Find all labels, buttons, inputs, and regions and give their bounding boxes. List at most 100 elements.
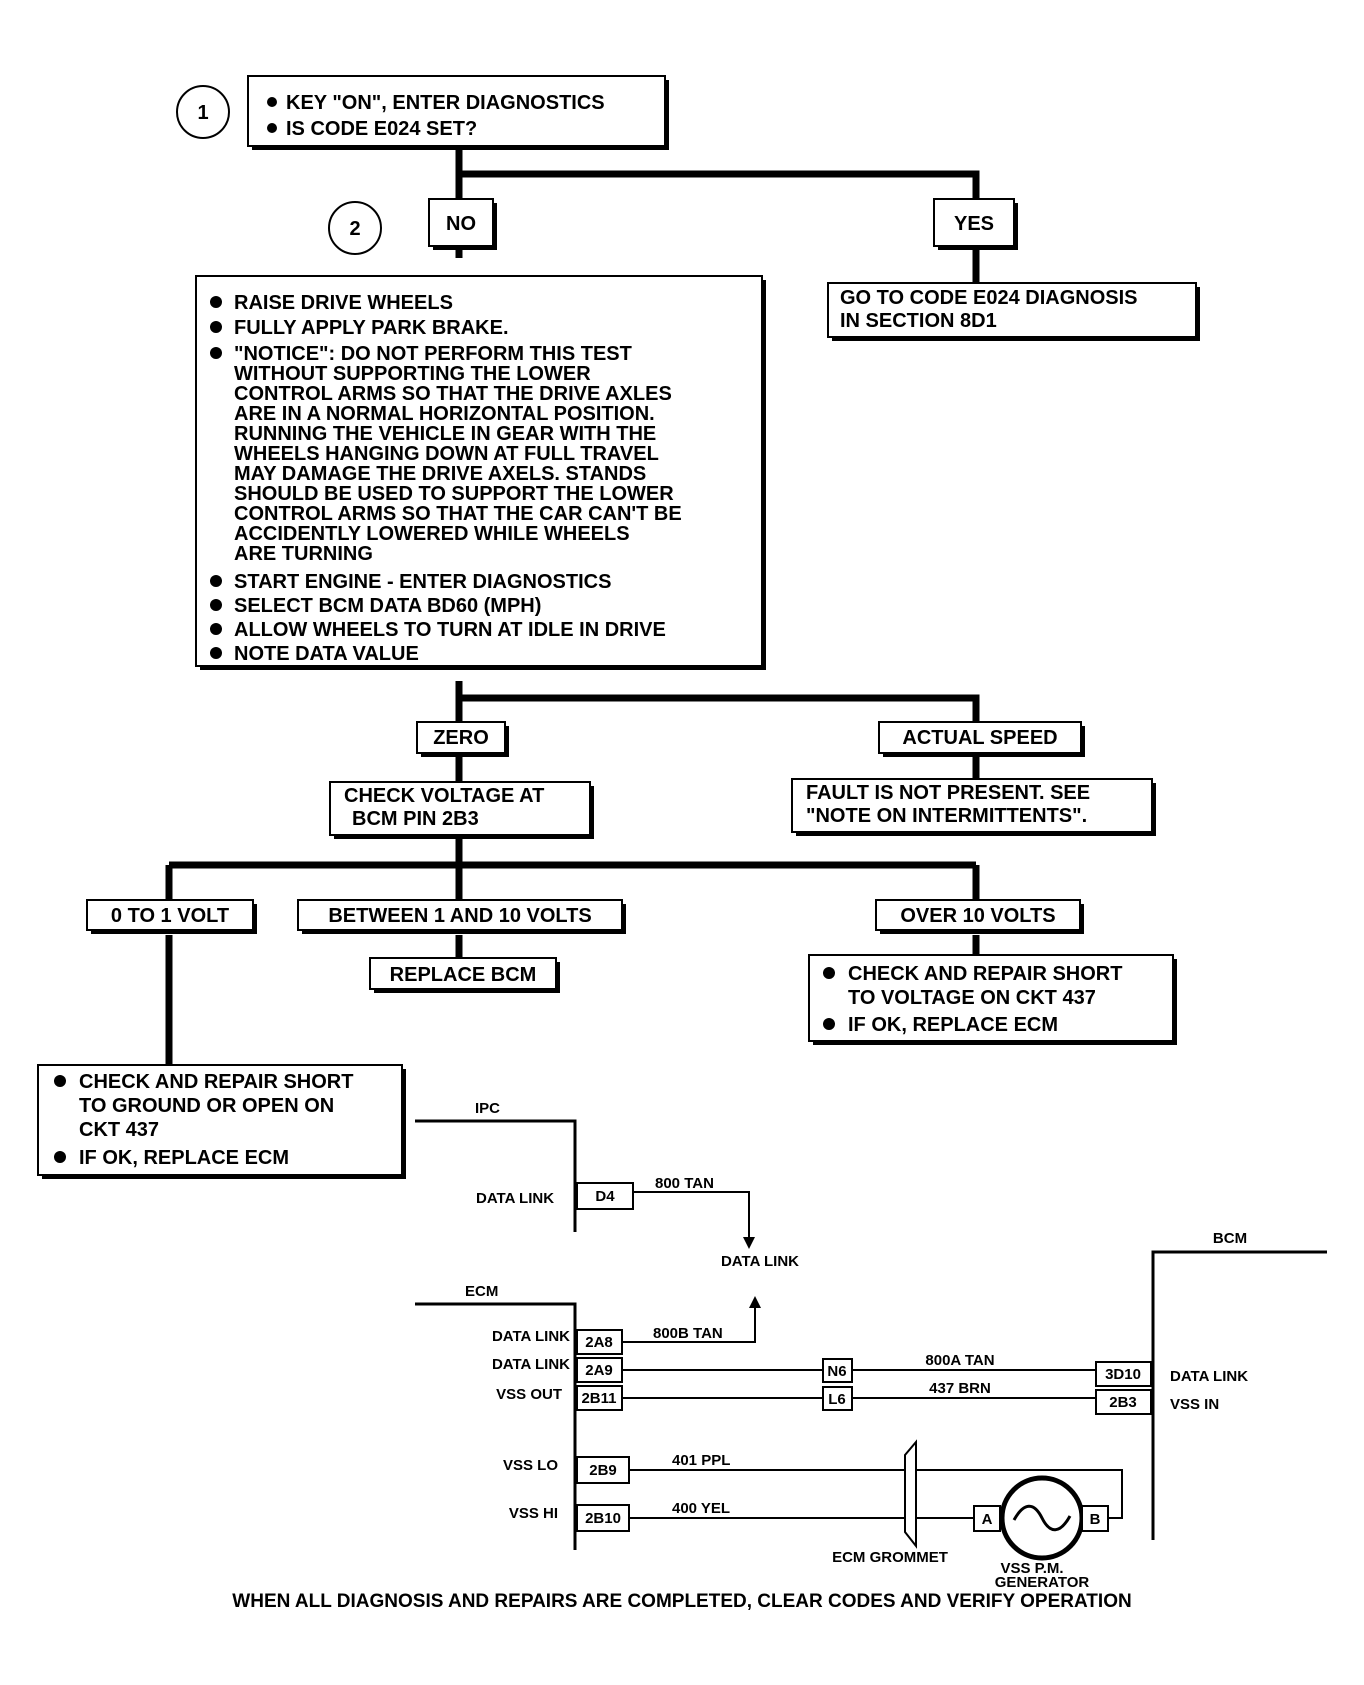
- replace-bcm-box: REPLACE BCM: [369, 957, 560, 993]
- svg-text:N6: N6: [827, 1363, 846, 1380]
- svg-text:ARE IN A NORMAL HORIZONTAL POS: ARE IN A NORMAL HORIZONTAL POSITION.: [234, 403, 655, 425]
- data-link-arrow-label: DATA LINK: [721, 1253, 799, 1270]
- svg-text:2A9: 2A9: [585, 1362, 613, 1379]
- svg-text:WHEELS HANGING DOWN AT FULL TR: WHEELS HANGING DOWN AT FULL TRAVEL: [234, 443, 659, 465]
- svg-text:RUNNING THE VEHICLE IN GEAR WI: RUNNING THE VEHICLE IN GEAR WITH THE: [234, 423, 656, 445]
- svg-text:2B3: 2B3: [1109, 1394, 1137, 1411]
- high-voltage-result-box: CHECK AND REPAIR SHORT TO VOLTAGE ON CKT…: [808, 954, 1177, 1045]
- svg-text:CONTROL ARMS SO THAT THE CAR C: CONTROL ARMS SO THAT THE CAR CAN'T BE: [234, 503, 682, 525]
- svg-text:YES: YES: [954, 213, 994, 235]
- low-voltage-result-box: CHECK AND REPAIR SHORT TO GROUND OR OPEN…: [37, 1064, 406, 1179]
- check-voltage-box: CHECK VOLTAGE AT BCM PIN 2B3: [329, 781, 594, 839]
- test-item-allow-wheels: ALLOW WHEELS TO TURN AT IDLE IN DRIVE: [234, 619, 666, 641]
- test-item-note-value: NOTE DATA VALUE: [234, 643, 419, 665]
- bcm-pin-label-3d10: DATA LINK: [1170, 1368, 1248, 1385]
- svg-text:REPLACE BCM: REPLACE BCM: [390, 964, 537, 986]
- zero-label-box: ZERO: [416, 721, 509, 757]
- high-result-line-2: TO VOLTAGE ON CKT 437: [848, 987, 1096, 1009]
- wire-800a-tan: 800A TAN: [925, 1352, 994, 1369]
- start-line-2: IS CODE E024 SET?: [286, 118, 477, 140]
- test-item-select-data: SELECT BCM DATA BD60 (MPH): [234, 595, 541, 617]
- no-label-box: NO: [428, 198, 497, 250]
- svg-text:BETWEEN 1 AND 10 VOLTS: BETWEEN 1 AND 10 VOLTS: [328, 905, 591, 927]
- svg-text:2A8: 2A8: [585, 1334, 613, 1351]
- ecm-pin-2b9: [576, 1456, 630, 1484]
- start-line-1: KEY "ON", ENTER DIAGNOSTICS: [286, 92, 605, 114]
- check-voltage-line-1: CHECK VOLTAGE AT: [344, 785, 544, 807]
- yes-result-line-1: GO TO CODE E024 DIAGNOSIS: [840, 287, 1137, 309]
- connector-l6: [822, 1386, 853, 1411]
- fault-line-2: "NOTE ON INTERMITTENTS".: [806, 805, 1087, 827]
- ecm-pin-2b10: [576, 1504, 630, 1532]
- svg-text:"NOTICE": DO NOT PERFORM THIS: "NOTICE": DO NOT PERFORM THIS TEST: [234, 343, 632, 365]
- ipc-label: IPC: [475, 1100, 500, 1117]
- step-1-number: 1: [197, 102, 208, 124]
- generator-label-1: VSS P.M.: [1000, 1560, 1063, 1577]
- ipc-pin-d4: [576, 1182, 634, 1210]
- low-result-line-2: TO GROUND OR OPEN ON: [79, 1095, 334, 1117]
- test-item-park-brake: FULLY APPLY PARK BRAKE.: [234, 317, 509, 339]
- test-notice: "NOTICE": DO NOT PERFORM THIS TEST WITHO…: [234, 343, 682, 565]
- step-2-circle: [328, 201, 382, 255]
- bcm-pin-label-2b3: VSS IN: [1170, 1396, 1219, 1413]
- svg-text:CONTROL ARMS SO THAT THE DRIVE: CONTROL ARMS SO THAT THE DRIVE AXLES: [234, 383, 672, 405]
- sine-wave-icon: [1012, 1504, 1072, 1532]
- mid-voltage-label-box: BETWEEN 1 AND 10 VOLTS: [297, 899, 626, 934]
- ecm-pin-label-2b11: VSS OUT: [496, 1386, 562, 1403]
- arrow-up: [749, 1296, 761, 1308]
- svg-text:ACTUAL SPEED: ACTUAL SPEED: [902, 727, 1057, 749]
- ecm-pin-label-2a9: DATA LINK: [492, 1356, 570, 1373]
- ecm-grommet-shape: [904, 1439, 917, 1549]
- actual-speed-label-box: ACTUAL SPEED: [878, 721, 1085, 757]
- ecm-pin-label-2b9: VSS LO: [503, 1457, 558, 1474]
- test-item-raise-wheels: RAISE DRIVE WHEELS: [234, 292, 453, 314]
- ipc-data-link-label: DATA LINK: [476, 1190, 554, 1207]
- test-item-start-engine: START ENGINE - ENTER DIAGNOSTICS: [234, 571, 611, 593]
- low-result-line-4: IF OK, REPLACE ECM: [79, 1147, 289, 1169]
- wire-401-ppl: 401 PPL: [672, 1452, 730, 1469]
- high-voltage-label-box: OVER 10 VOLTS: [875, 899, 1084, 934]
- bcm-label: BCM: [1213, 1230, 1247, 1247]
- low-result-line-3: CKT 437: [79, 1119, 159, 1141]
- svg-text:2B11: 2B11: [581, 1390, 616, 1407]
- svg-text:ARE TURNING: ARE TURNING: [234, 543, 373, 565]
- svg-text:ACCIDENTLY LOWERED WHILE WHEEL: ACCIDENTLY LOWERED WHILE WHEELS: [234, 523, 630, 545]
- bcm-pin-3d10: [1095, 1361, 1152, 1387]
- ecm-pin-2b11: [576, 1385, 623, 1411]
- svg-text:L6: L6: [828, 1391, 846, 1408]
- start-box: KEY "ON", ENTER DIAGNOSTICS IS CODE E024…: [247, 75, 669, 150]
- step-2-number: 2: [349, 218, 360, 240]
- check-voltage-line-2: BCM PIN 2B3: [352, 808, 479, 830]
- ipc-module-outline: [415, 1119, 577, 1232]
- connector-n6: [822, 1358, 853, 1383]
- svg-text:3D10: 3D10: [1105, 1366, 1141, 1383]
- svg-text:2B9: 2B9: [589, 1462, 617, 1479]
- wire-800-tan: 800 TAN: [655, 1175, 714, 1192]
- test-procedure-box: RAISE DRIVE WHEELS FULLY APPLY PARK BRAK…: [195, 275, 766, 670]
- yes-result-line-2: IN SECTION 8D1: [840, 310, 997, 332]
- svg-text:OVER 10 VOLTS: OVER 10 VOLTS: [900, 905, 1055, 927]
- svg-text:SHOULD BE USED TO SUPPORT THE: SHOULD BE USED TO SUPPORT THE LOWER: [234, 483, 674, 505]
- step-1-circle: [176, 85, 230, 139]
- svg-text:ZERO: ZERO: [433, 727, 489, 749]
- high-result-line-3: IF OK, REPLACE ECM: [848, 1014, 1058, 1036]
- arrow-down: [743, 1237, 755, 1249]
- ecm-module-outline: [415, 1302, 577, 1550]
- svg-text:2B10: 2B10: [585, 1510, 621, 1527]
- wiring-schematic: IPC DATA LINK D4 800 TAN DATA LINK ECM D…: [415, 1100, 1327, 1591]
- svg-text:B: B: [1090, 1511, 1101, 1528]
- ecm-grommet-label: ECM GROMMET: [832, 1549, 948, 1566]
- fault-line-1: FAULT IS NOT PRESENT. SEE: [806, 782, 1090, 804]
- ecm-pin-label-2b10: VSS HI: [509, 1505, 558, 1522]
- footer-instruction: WHEN ALL DIAGNOSIS AND REPAIRS ARE COMPL…: [232, 1591, 1131, 1612]
- low-voltage-label-box: 0 TO 1 VOLT: [86, 899, 257, 934]
- bcm-module-outline: [1151, 1250, 1327, 1540]
- yes-label-box: YES: [933, 198, 1018, 250]
- ecm-label: ECM: [465, 1283, 498, 1300]
- wire-400-yel: 400 YEL: [672, 1500, 730, 1517]
- svg-text:WITHOUT SUPPORTING THE LOWER: WITHOUT SUPPORTING THE LOWER: [234, 363, 591, 385]
- svg-text:0 TO 1 VOLT: 0 TO 1 VOLT: [111, 905, 229, 927]
- svg-text:D4: D4: [595, 1188, 615, 1205]
- svg-text:MAY DAMAGE THE DRIVE AXELS. ST: MAY DAMAGE THE DRIVE AXELS. STANDS: [234, 463, 646, 485]
